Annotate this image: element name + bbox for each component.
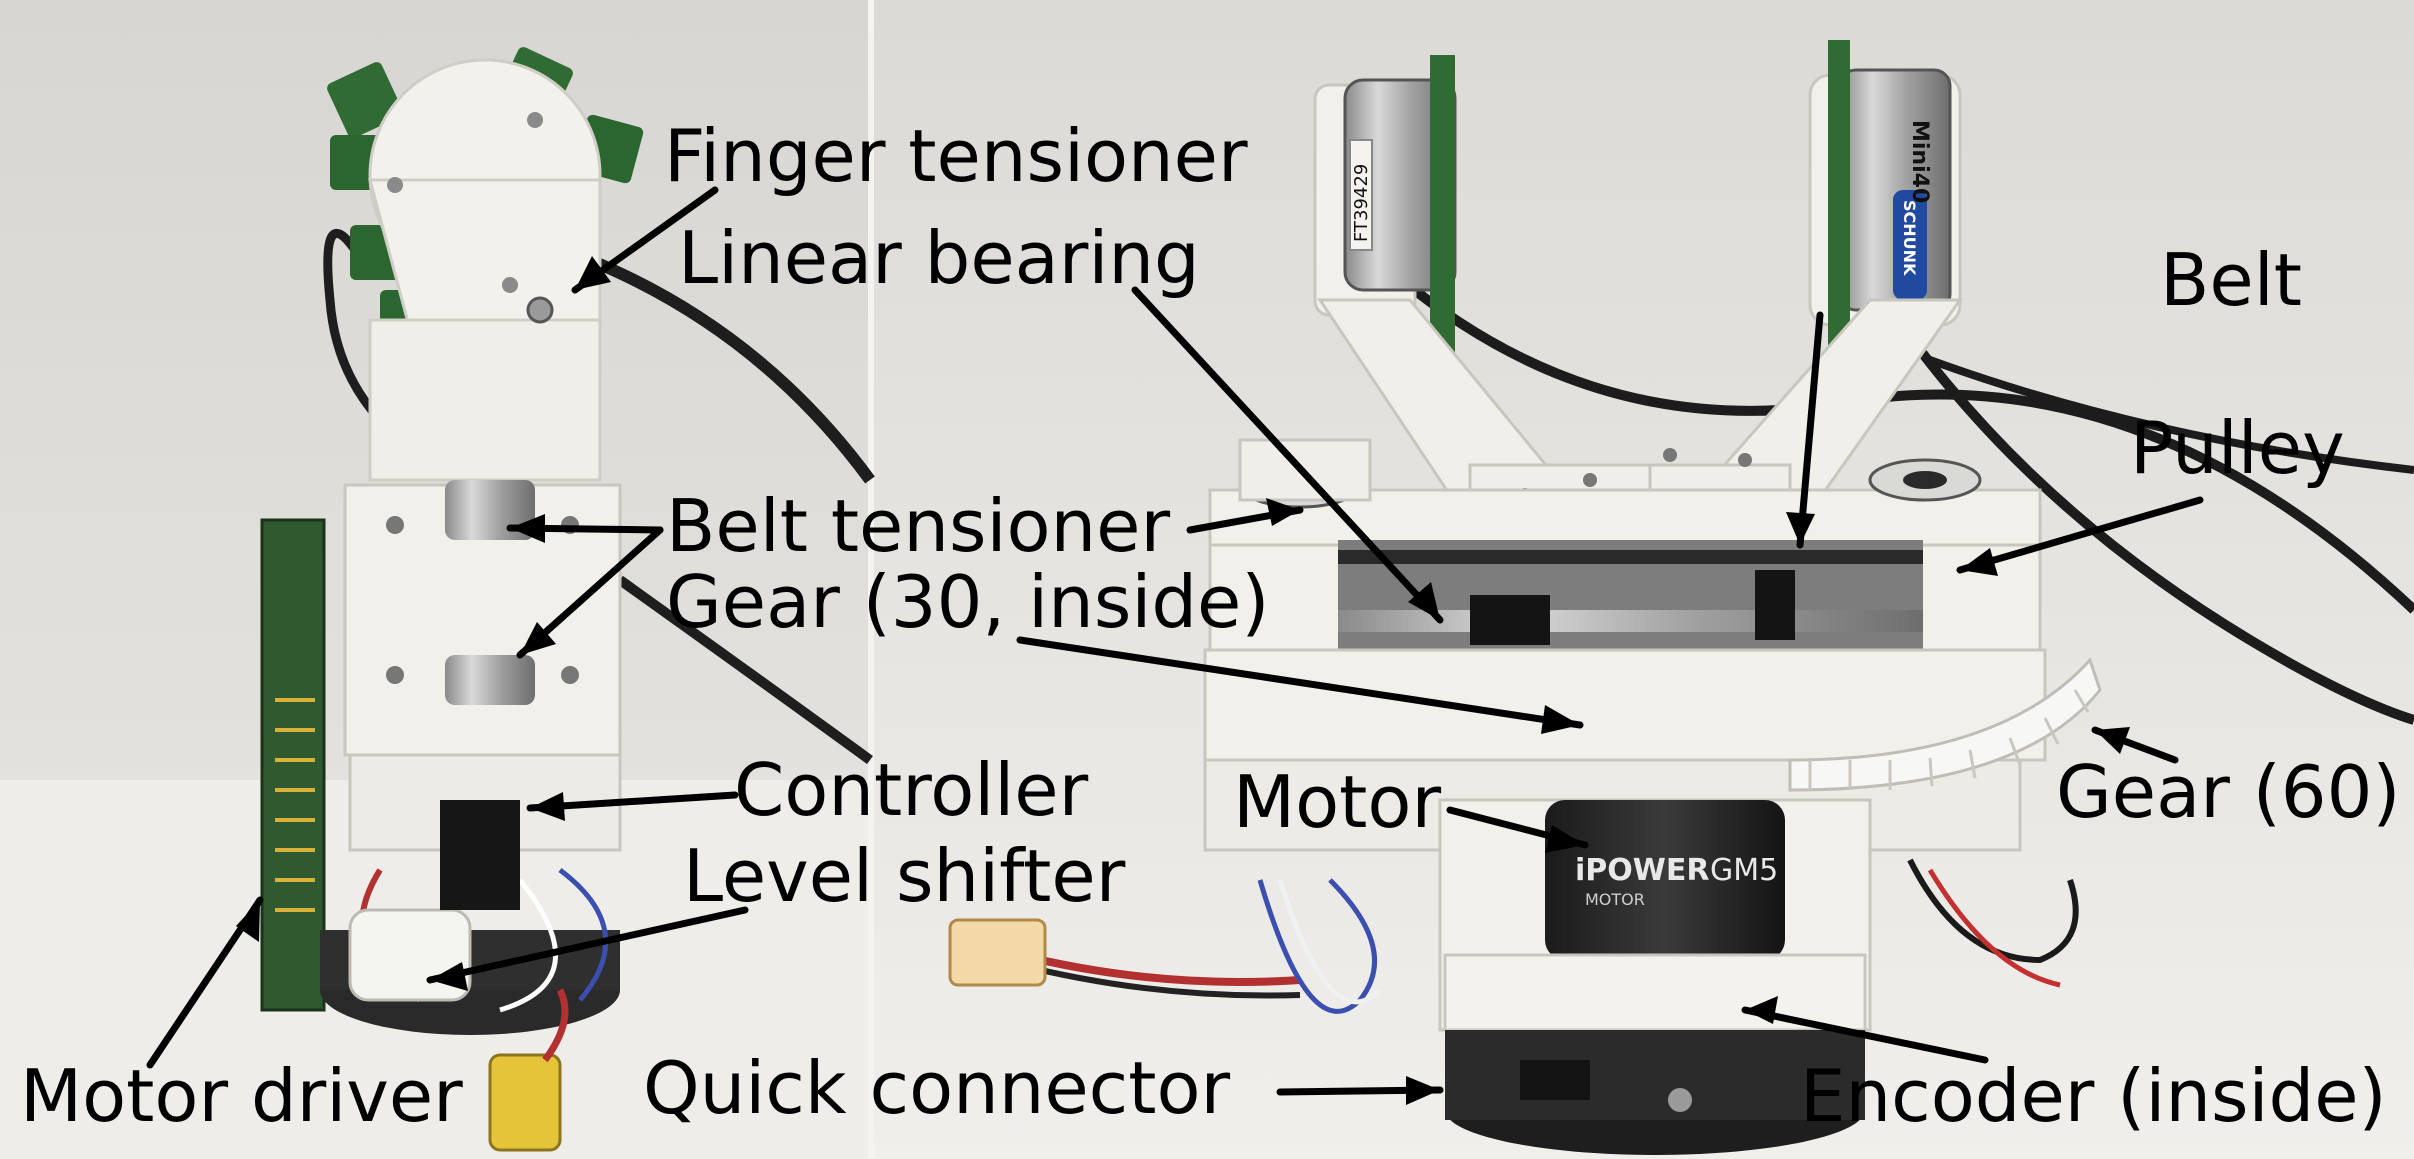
label-level-shifter: Level shifter [683, 834, 1126, 918]
arrow-level-shifter [426, 906, 749, 984]
arrow-controller [526, 791, 739, 812]
motor-brand-text: iPOWER [1575, 853, 1709, 888]
arrow-linear-bearing [1131, 286, 1444, 624]
label-motor: Motor [1233, 760, 1442, 844]
label-belt-tensioner: Belt tensioner [666, 484, 1171, 568]
sensor-left-id-text: FT39429 [1351, 164, 1372, 242]
label-linear-bearing: Linear bearing [678, 216, 1200, 300]
arrow-gear-30 [1016, 636, 1584, 729]
label-quick-connector: Quick connector [643, 1046, 1231, 1130]
label-encoder: Encoder (inside) [1800, 1054, 2387, 1138]
photo-divider [868, 0, 874, 1159]
label-finger-tensioner: Finger tensioner [664, 114, 1248, 198]
motor-model-text: GM5 [1710, 853, 1778, 888]
label-gear-60: Gear (60) [2056, 750, 2401, 834]
arrow-encoder [1741, 1006, 1989, 1064]
label-gear-30: Gear (30, inside) [666, 560, 1270, 644]
sensor-right-model-text: Mini40 [1907, 120, 1932, 203]
label-motor-driver: Motor driver [20, 1054, 463, 1138]
arrow-belt [1796, 311, 1824, 549]
motor-brand-sub-text: MOTOR [1585, 890, 1645, 909]
label-controller: Controller [734, 748, 1089, 832]
sensor-right-brand-text: SCHUNK [1900, 200, 1919, 276]
arrow-pulley [1956, 496, 2204, 574]
right-robot-front-view: FT39429 Mini40 SCHUNK [948, 40, 2414, 1155]
label-belt: Belt [2160, 238, 2302, 322]
label-pulley: Pulley [2130, 406, 2345, 490]
annotation-arrowheads [236, 256, 2130, 1105]
